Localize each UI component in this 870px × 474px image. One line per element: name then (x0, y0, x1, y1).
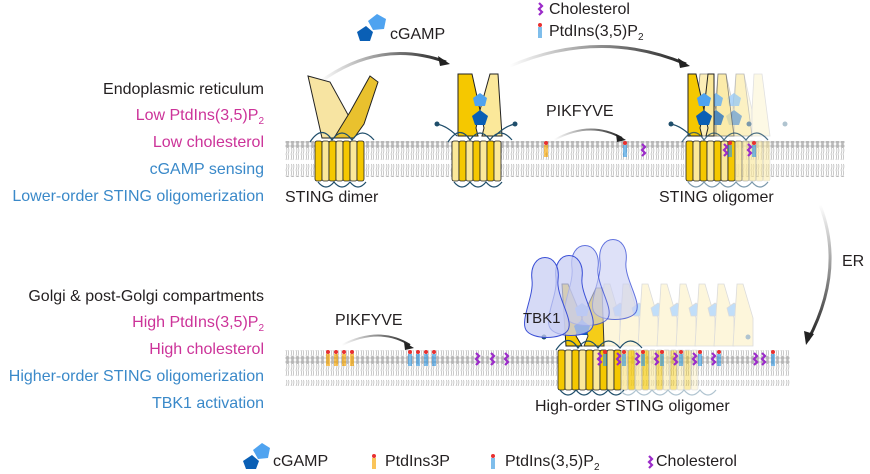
sting-ghost-subunit (656, 283, 678, 347)
legend-ptdins35p2: PtdIns(3,5)P2 (505, 453, 600, 473)
ptdins35p2-cluster (408, 350, 436, 366)
legend-ptdins35p2-text: PtdIns(3,5)P (505, 453, 594, 470)
arrowhead (438, 56, 450, 66)
er-feature-ptdins-text: Low PtdIns(3,5)P (135, 107, 259, 124)
sting-tm-helix (585, 349, 594, 391)
cholesterol-icon (537, 2, 544, 16)
arrowhead (616, 134, 626, 142)
top-legend-cholesterol: Cholesterol (549, 1, 630, 18)
sting-tm-helix (564, 349, 573, 391)
ptdins35p2-icon (538, 23, 542, 38)
er-arrow-label: ER (842, 253, 865, 270)
ptdins35p2-lipid (623, 141, 627, 157)
sting-ghost-subunit (713, 283, 735, 347)
golgi-feature-tbk1: TBK1 activation (151, 395, 264, 412)
sting-ghost-subunit (694, 283, 716, 347)
subscript: 2 (258, 323, 264, 334)
legend-ptdins35p2-icon (491, 454, 495, 469)
golgi-feature-ptdins: High PtdIns(3,5)P2 (132, 314, 264, 338)
cgamp-ghost (707, 302, 723, 317)
oligomer-lipid-pair (710, 350, 721, 366)
cgamp-ghost (726, 302, 742, 317)
oligomerization-arrow (509, 45, 687, 68)
arrowhead (804, 331, 814, 345)
oligomer-lipid-pair (691, 350, 702, 366)
cgamp-ghost (669, 302, 685, 317)
sting-tm-helix (648, 349, 657, 391)
legend-ptdins3p: PtdIns3P (385, 453, 450, 470)
pikfyve-arrow-top (553, 128, 623, 141)
legend-cgamp-icon (243, 443, 270, 469)
oligomer-lipid-pair (634, 350, 645, 366)
oligomer-lipid-pair (596, 350, 607, 366)
ptdins3p-cluster (326, 350, 354, 366)
sting-tm-helix (578, 349, 587, 391)
legend-ptdins3p-icon (372, 454, 376, 469)
top-legend-ptdins35p2: PtdIns(3,5)P2 (549, 23, 644, 43)
cholesterol-cluster (474, 352, 510, 366)
cgamp-ghost (688, 302, 704, 317)
cholesterol-molecule (640, 143, 647, 157)
oligomer-lipid-pair (615, 350, 626, 366)
er-feature-ptdins: Low PtdIns(3,5)P2 (136, 107, 264, 131)
subscript: 2 (593, 462, 600, 473)
sting-dimer-label: STING dimer (285, 189, 379, 206)
golgi-section-title: Golgi & post-Golgi compartments (28, 288, 264, 305)
sting-cgamp-bound (434, 73, 518, 188)
er-feature-cholesterol: Low cholesterol (152, 134, 264, 151)
sting-tm-helix (627, 349, 636, 391)
er-section-title: Endoplasmic reticulum (103, 81, 264, 98)
top-legend-ptdins35p2-text: PtdIns(3,5)P (549, 23, 638, 40)
ptdins3p-lipid (544, 141, 548, 157)
sting-tm-helix (557, 349, 566, 391)
er-feature-oligomerization: Lower-order STING oligomerization (12, 188, 264, 205)
sting-ghost-subunit (732, 283, 754, 347)
sting-ghost-subunit (675, 283, 697, 347)
tbk1-label: TBK1 (523, 310, 561, 327)
sting-tm-helix (683, 349, 692, 391)
sting-tm-helix (571, 349, 580, 391)
cgamp-label: cGAMP (390, 26, 446, 43)
subscript: 2 (637, 32, 644, 43)
high-order-oligomer-label: High-order STING oligomer (535, 398, 730, 415)
sting-tm-helix (641, 349, 650, 391)
subscript: 2 (258, 116, 264, 127)
cgamp-icon (357, 14, 386, 41)
arrowhead (404, 342, 414, 350)
pikfyve-label-er: PIKFYVE (546, 103, 614, 120)
golgi-feature-oligomerization: Higher-order STING oligomerization (8, 368, 264, 385)
sting-dimer (307, 75, 379, 188)
golgi-feature-ptdins-text: High PtdIns(3,5)P (132, 314, 259, 331)
sting-tm-helix (592, 349, 601, 391)
sting-oligomer-label: STING oligomer (659, 189, 774, 206)
sting-tm-helix (606, 349, 615, 391)
golgi-right-lipids (752, 350, 775, 366)
sting-oligomer-er (668, 73, 788, 188)
er-exit-arrow (806, 204, 832, 341)
arrowhead (678, 58, 690, 68)
oligomer-lipid-pair (653, 350, 664, 366)
cgamp-ghost (650, 302, 666, 317)
legend-cgamp: cGAMP (273, 453, 329, 470)
legend-cholesterol-icon (647, 455, 654, 469)
sting-tm-helix (662, 349, 671, 391)
cgamp-binding-arrow (319, 52, 447, 84)
oligomer-lipid-pair (672, 350, 683, 366)
tbk1-complex (524, 239, 638, 338)
legend-cholesterol: Cholesterol (656, 453, 737, 470)
er-feature-cgamp-sensing: cGAMP sensing (149, 161, 264, 178)
golgi-membrane (285, 350, 790, 386)
sting-ghost-subunit (637, 283, 659, 347)
golgi-feature-cholesterol: High cholesterol (149, 341, 264, 358)
pikfyve-label-golgi: PIKFYVE (335, 312, 403, 329)
pikfyve-arrow-bottom (341, 334, 411, 346)
